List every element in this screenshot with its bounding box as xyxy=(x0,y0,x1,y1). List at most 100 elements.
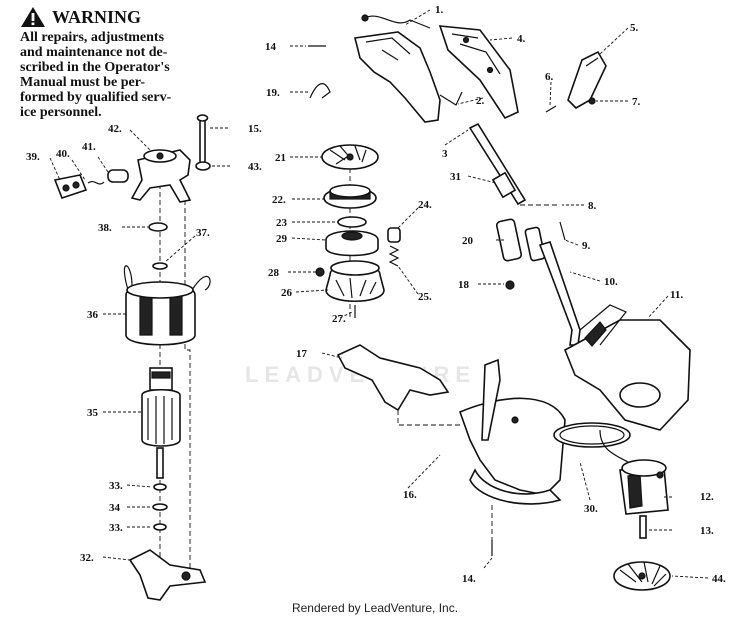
callout-35: 35 xyxy=(87,407,99,419)
part-18-nut xyxy=(505,280,515,290)
part-16-grass-shield xyxy=(458,358,566,505)
warning-icon xyxy=(21,7,45,27)
callout-14-bottom: 14. xyxy=(462,573,476,585)
callout-8: 8. xyxy=(588,200,597,212)
part-26-spool-cover xyxy=(325,260,385,303)
part-2-cord xyxy=(439,91,463,106)
callout-17: 17 xyxy=(296,348,308,360)
warning-heading: WARNING xyxy=(20,6,270,28)
callout-19: 19. xyxy=(266,87,280,99)
callout-6: 6. xyxy=(545,71,554,83)
callout-24: 24. xyxy=(418,199,432,211)
part-31-coupler xyxy=(491,171,517,199)
part-17-guard-plate xyxy=(336,344,450,412)
callout-33-upper: 33. xyxy=(109,480,123,492)
callout-44: 44. xyxy=(712,573,726,585)
callout-25: 25. xyxy=(418,291,432,303)
part-30-ring-inner xyxy=(559,425,625,445)
assembly-axis-line-2 xyxy=(184,200,191,580)
leader-lines xyxy=(49,9,709,579)
callout-21: 21 xyxy=(275,152,286,164)
callout-27: 27. xyxy=(332,313,346,325)
callout-36: 36 xyxy=(87,309,99,321)
callout-10: 10. xyxy=(604,276,618,288)
part-40-spring xyxy=(87,180,105,185)
part-38-clip xyxy=(148,222,168,232)
callout-22: 22. xyxy=(272,194,286,206)
part-39-switch xyxy=(53,174,88,199)
part-35-armature xyxy=(141,367,181,479)
callout-12: 12. xyxy=(700,491,714,503)
callout-42: 42. xyxy=(108,123,122,135)
warning-text: All repairs, adjustments and maintenance… xyxy=(20,30,172,120)
part-5-auxiliary-handle xyxy=(567,50,607,109)
callout-34: 34 xyxy=(109,502,121,514)
callout-37: 37. xyxy=(196,227,210,239)
part-9-screw xyxy=(559,221,566,241)
callout-39: 39. xyxy=(26,151,40,163)
part-42-motor-bracket xyxy=(130,149,192,203)
callout-41: 41. xyxy=(82,141,96,153)
callout-5: 5. xyxy=(630,22,639,34)
callout-2: 2. xyxy=(476,95,485,107)
part-23-washer xyxy=(337,216,367,228)
part-33-washer-lower xyxy=(153,523,167,531)
callout-26: 26 xyxy=(281,287,293,299)
part-24-bump-knob xyxy=(387,227,401,267)
part-44-fan xyxy=(613,561,671,591)
callout-28: 28 xyxy=(268,267,280,279)
part-43-washer xyxy=(195,161,211,171)
part-28-nut xyxy=(315,267,325,277)
callout-14-top: 14 xyxy=(265,41,277,53)
part-32-lower-bracket xyxy=(128,549,207,601)
part-20-clamp xyxy=(495,218,546,262)
warning-title: WARNING xyxy=(52,6,142,27)
part-15-screw xyxy=(196,114,209,165)
callout-labels: 1. 2. 3 4. 5. 6. 7. 8. 9. 10. 11. 12. 13… xyxy=(26,4,726,585)
part-34-bearing xyxy=(152,503,168,511)
part-41-sleeve xyxy=(107,169,129,183)
part-6-screw xyxy=(545,105,557,113)
callout-11: 11. xyxy=(670,289,683,301)
callout-4: 4. xyxy=(517,33,526,45)
callout-40: 40. xyxy=(56,148,70,160)
callout-32: 32. xyxy=(80,552,94,564)
callout-16: 16. xyxy=(403,489,417,501)
part-30-ring xyxy=(553,422,631,448)
callout-1: 1. xyxy=(435,4,444,16)
callout-9: 9. xyxy=(582,240,591,252)
callout-33-lower: 33. xyxy=(109,522,123,534)
credit-line: Rendered by LeadVenture, Inc. xyxy=(291,601,459,615)
part-4-handle-half xyxy=(438,25,519,120)
callout-7: 7. xyxy=(632,96,641,108)
callout-38: 38. xyxy=(98,222,112,234)
callout-13: 13. xyxy=(700,525,714,537)
part-11-motor-housing xyxy=(563,304,691,431)
warning-box: WARNING All repairs, adjustments and mai… xyxy=(20,6,270,121)
callout-18: 18 xyxy=(458,279,470,291)
callout-20: 20 xyxy=(462,235,474,247)
callout-3: 3 xyxy=(442,148,448,160)
part-13-shaft xyxy=(639,515,647,539)
callout-23: 23 xyxy=(276,217,288,229)
part-12-motor xyxy=(599,429,669,515)
part-1-handle xyxy=(354,14,441,123)
callout-15: 15. xyxy=(248,123,262,135)
part-3-upper-shaft xyxy=(468,122,527,206)
guard-leader-line xyxy=(397,410,460,426)
callout-30: 30. xyxy=(584,503,598,515)
part-36-motor-field xyxy=(123,265,211,346)
callout-43: 43. xyxy=(248,161,262,173)
part-19-clip xyxy=(309,83,331,99)
callout-31: 31 xyxy=(450,171,461,183)
callout-29: 29 xyxy=(276,233,288,245)
part-7-nut xyxy=(588,97,596,105)
part-29-spool-housing xyxy=(325,230,379,257)
part-33-washer-upper xyxy=(153,483,167,491)
part-22-spool xyxy=(323,184,377,209)
part-10-lower-shaft xyxy=(538,241,581,346)
part-37-washer xyxy=(152,262,168,270)
part-21-fan xyxy=(321,144,379,170)
